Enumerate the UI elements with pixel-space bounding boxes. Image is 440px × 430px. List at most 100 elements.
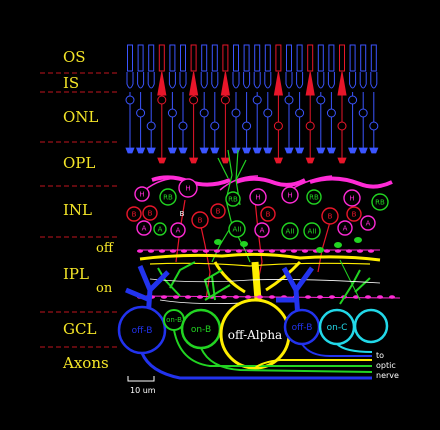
inner-segment	[349, 72, 357, 89]
cell-body	[134, 186, 150, 202]
cell-body	[210, 203, 226, 219]
photoreceptor-nucleus	[220, 95, 230, 105]
outer-segment	[169, 44, 176, 72]
outer-segment	[211, 44, 218, 72]
cell-label: A	[343, 225, 348, 233]
photoreceptor-terminal	[146, 147, 156, 154]
cell-body	[337, 220, 353, 236]
cell-label: AII	[233, 226, 242, 234]
outer-segment	[180, 44, 186, 72]
inl-cell-rod-bipolar: RB	[306, 189, 322, 205]
cell-body	[260, 206, 276, 222]
off-b-right-label: off-B	[292, 323, 313, 333]
cell-label: H	[255, 194, 260, 202]
off-alpha-label: off-Alpha	[228, 328, 282, 342]
inner-segment	[243, 72, 251, 89]
on-b-small-label: on-B	[166, 316, 182, 324]
cell-body	[249, 188, 267, 206]
rod-photoreceptor	[220, 44, 230, 164]
varicosity	[377, 295, 383, 299]
cell-body	[225, 191, 241, 207]
inner-segment	[200, 72, 208, 89]
scale-bar-label: 10 um	[130, 386, 156, 395]
inl-cell-rod-bipolar: RB	[159, 188, 177, 206]
layer-label-axons: Axons	[62, 354, 109, 372]
outer-segment	[233, 44, 239, 72]
photoreceptor-terminal	[284, 147, 294, 154]
varicosity	[245, 295, 251, 299]
inl-cell-amacrine: A	[337, 220, 353, 236]
varicosity	[221, 295, 227, 299]
cell-body	[360, 215, 376, 231]
inl-cell-bipolar: B	[142, 205, 158, 221]
inl-cell-aii: AII	[303, 222, 321, 240]
cone-photoreceptor	[136, 44, 146, 154]
cone-photoreceptor	[348, 44, 358, 154]
on-b-label: on-B	[191, 325, 211, 335]
layer-label-gcl: GCL	[63, 320, 96, 338]
photoreceptor-terminal	[358, 147, 368, 154]
off-b-left-label: off-B	[132, 326, 153, 336]
photoreceptor-terminal	[263, 147, 273, 154]
cell-label: H	[139, 191, 144, 199]
cone-photoreceptor	[242, 44, 252, 154]
photoreceptor-terminal	[337, 157, 347, 164]
inl-cell-bipolar: B	[210, 203, 226, 219]
cell-body	[254, 222, 270, 238]
cell-label: B	[148, 210, 153, 218]
off-b-right-cell: off-B	[283, 308, 321, 346]
photoreceptor-terminal	[178, 147, 188, 154]
cell-body	[153, 222, 167, 236]
varicosity	[203, 249, 209, 253]
inl-cell-bipolar: B	[260, 206, 276, 222]
outer-segment	[264, 44, 271, 72]
outer-segment	[201, 44, 208, 72]
photoreceptor-layer	[125, 44, 379, 164]
inner-segment	[168, 72, 176, 89]
inner-segment	[273, 71, 283, 96]
photoreceptor-terminal	[242, 147, 252, 154]
photoreceptor-nucleus	[199, 108, 209, 118]
photoreceptor-terminal	[220, 157, 230, 164]
cone-photoreceptor	[210, 44, 220, 154]
inner-segment	[264, 72, 272, 89]
varicosity	[335, 249, 341, 253]
cone-photoreceptor	[295, 44, 305, 154]
varicosity	[185, 295, 191, 299]
photoreceptor-terminal	[305, 157, 315, 164]
photoreceptor-nucleus	[242, 121, 252, 131]
inl-cell-amacrine: A	[153, 222, 167, 236]
outer-segment	[370, 44, 377, 72]
varicosity	[368, 249, 374, 253]
varicosity	[148, 249, 154, 253]
cell-body	[306, 189, 322, 205]
cell-label: A	[176, 227, 181, 235]
inner-segment	[220, 71, 230, 96]
layer-separators	[40, 72, 120, 348]
inner-segment	[232, 72, 240, 89]
varicosity	[197, 295, 203, 299]
inl-cell-horizontal: H	[249, 188, 267, 206]
varicosity	[269, 249, 275, 253]
rod-photoreceptor	[189, 44, 199, 164]
cell-label: A	[142, 225, 147, 233]
outer-segment	[339, 44, 345, 72]
cell-label: B	[198, 217, 203, 225]
bipolar-terminal	[334, 242, 342, 248]
outer-segment	[349, 44, 356, 72]
cone-photoreceptor	[199, 44, 209, 154]
varicosity	[357, 249, 363, 253]
cell-label: B	[328, 213, 333, 221]
varicosity	[365, 295, 371, 299]
photoreceptor-nucleus	[348, 95, 358, 105]
varicosity	[137, 249, 143, 253]
cone-photoreceptor	[263, 44, 273, 154]
photoreceptor-terminal	[157, 157, 167, 164]
photoreceptor-nucleus	[284, 95, 294, 105]
layer-label-ipl: IPL	[63, 265, 89, 283]
on-c-label: on-C	[327, 323, 348, 333]
inner-segment	[370, 72, 378, 89]
cone-photoreceptor	[284, 44, 294, 154]
